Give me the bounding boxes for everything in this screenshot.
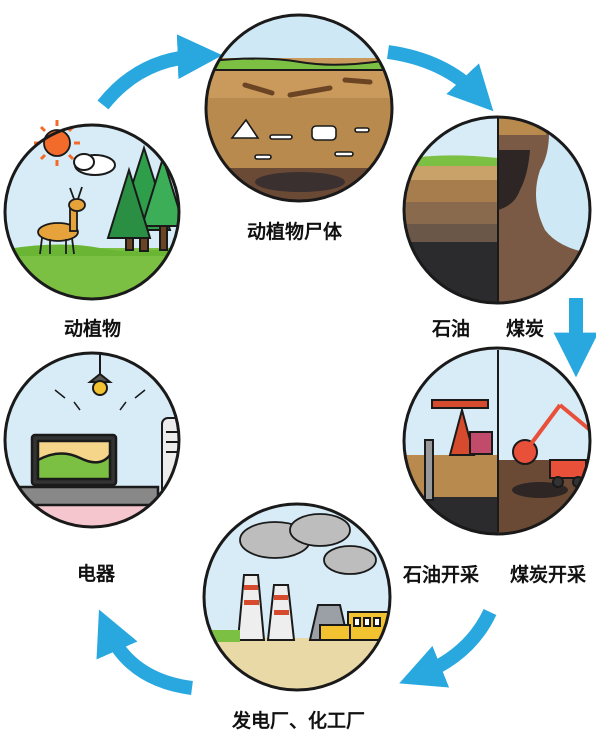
label-coal: 煤炭 (506, 318, 545, 340)
label-appliances: 电器 (77, 563, 116, 585)
arrow-5 (96, 609, 194, 695)
scene-mining (402, 346, 592, 536)
scene-plants-animals (3, 120, 181, 301)
label-plants-animals: 动植物 (64, 318, 122, 340)
label-plants: 发电厂、化工厂 (232, 710, 366, 732)
scene-appliances (3, 351, 181, 529)
label-coal-mining: 煤炭开采 (510, 564, 587, 586)
cycle-arrows (96, 34, 596, 695)
scene-oil-coal (402, 115, 592, 305)
label-oil-mining: 石油开采 (403, 564, 480, 586)
scene-factory (202, 502, 392, 692)
arrow-2 (386, 45, 494, 112)
label-remains: 动植物尸体 (247, 221, 343, 243)
arrow-4 (399, 608, 497, 688)
label-oil: 石油 (432, 318, 471, 340)
scene-remains (204, 13, 394, 203)
arrow-1 (97, 34, 223, 110)
